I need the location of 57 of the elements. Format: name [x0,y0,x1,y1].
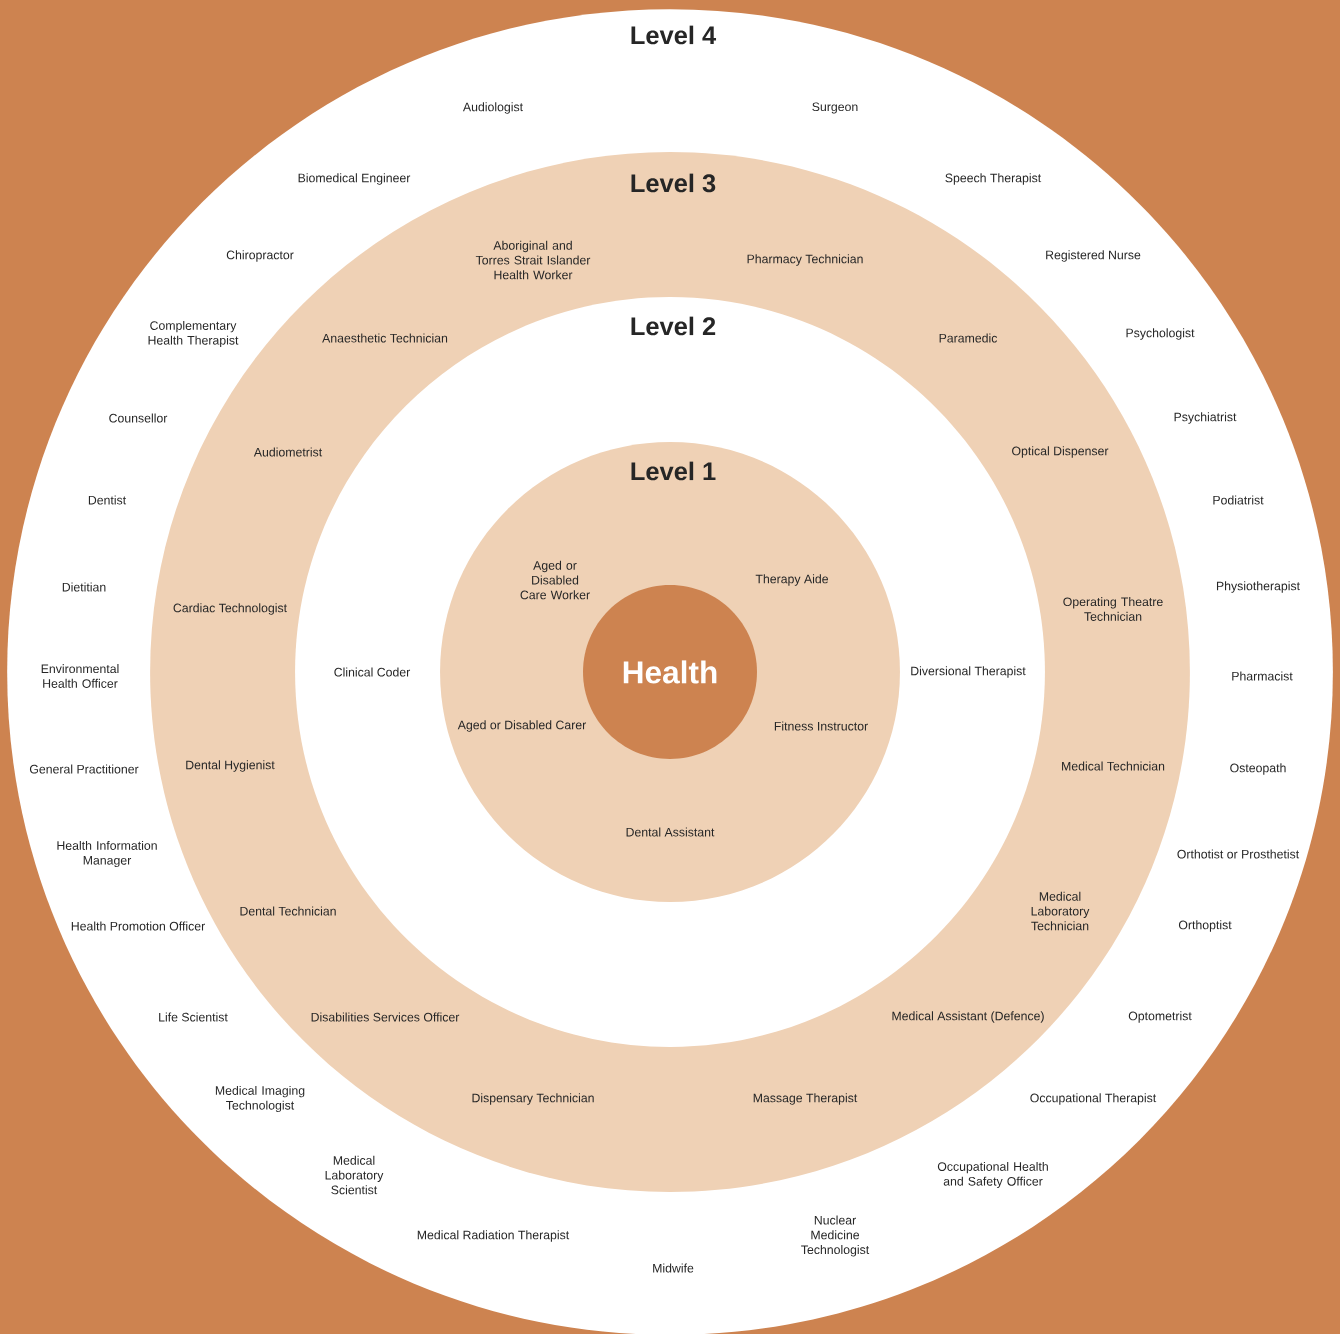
occupation-label: Orthotist or Prosthetist [1177,849,1300,859]
occupation-label: Complementary Health Therapist [148,320,239,348]
occupation-label: Health Promotion Officer [71,921,205,931]
occupation-label: Dental Technician [240,906,336,916]
occupation-label: Nuclear Medicine Technologist [801,1215,870,1257]
occupation-label: General Practitioner [29,764,139,774]
ring-heading: Level 4 [631,25,717,45]
occupation-label: Medical Laboratory Scientist [325,1155,384,1195]
occupation-label: Massage Therapist [753,1093,858,1105]
occupation-label: Pharmacy Technician [747,254,863,266]
occupation-label: Medical Assistant (Defence) [892,1011,1044,1023]
occupation-label: Medical Imaging Technologist [215,1085,305,1113]
occupation-label: Occupational Therapist [1030,1093,1157,1105]
occupation-label: Clinical Coder [334,667,411,677]
occupation-label: Audiologist [462,102,523,114]
occupation-label: Optical Dispenser [1012,446,1109,458]
occupation-label: Life Scientist [159,1012,228,1022]
ring-heading: Level 1 [631,461,716,481]
occupation-label: Dietitian [62,582,106,592]
occupation-label: Environmental Health Officer [41,664,119,688]
occupation-label: Dental Hygienist [186,760,275,772]
occupation-label: Midwife [653,1263,694,1273]
occupation-label: Optometrist [1128,1011,1192,1023]
occupation-label: Dental Assistant [626,827,715,837]
occupation-label: Physiotherapist [1217,581,1300,593]
occupation-label: Aboriginal and Torres Strait Islander Health Worker [475,240,591,280]
occupation-label: Audiometrist [253,447,323,457]
occupation-label: Counsellor [109,413,168,423]
occupation-label: Aged or Disabled Carer [457,720,586,732]
occupation-label: Disabilities Services Officer [311,1012,460,1022]
occupation-label: Anaesthetic Technician [322,333,448,343]
occupation-label: Occupational Health and Safety Officer [937,1161,1048,1189]
occupation-label: Speech Therapist [945,173,1042,185]
occupation-label: Diversional Therapist [911,666,1026,678]
ring-heading: Level 3 [631,173,716,193]
occupation-label: Dispensary Technician [472,1093,594,1105]
occupation-label: Podiatrist [1213,495,1264,505]
occupation-label: Chiropractor [226,250,294,262]
occupation-label: Surgeon [812,102,858,114]
ring-heading: Level 2 [631,316,716,336]
occupation-label: Orthoptist [1178,920,1232,932]
occupation-label: Medical Laboratory Technician [1031,891,1090,931]
occupation-label: Health Information Manager [57,840,157,868]
occupation-label: Registered Nurse [1046,250,1141,262]
occupation-label: Psychiatrist [1174,412,1237,424]
occupation-label: Therapy Aide [755,574,828,586]
occupation-label: Dentist [88,495,127,505]
occupation-label: Cardiac Technologist [173,603,287,615]
occupation-label: Osteopath [1230,763,1286,775]
occupation-label: Paramedic [939,333,998,343]
occupation-label: Medical Technician [1062,761,1165,771]
occupation-label: Fitness Instructor [774,721,868,731]
occupation-label: Psychologist [1126,328,1195,340]
occupation-label: Operating Theatre Technician [1063,597,1163,621]
occupation-label: Biomedical Engineer [298,173,411,185]
occupation-label: Medical Radiation Therapist [417,1230,570,1242]
occupation-label: Pharmacist [1232,671,1293,681]
